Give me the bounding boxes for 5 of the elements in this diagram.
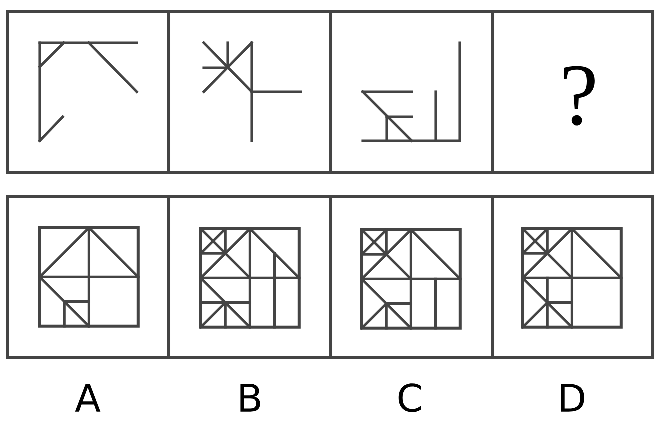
option-letter: D bbox=[561, 384, 584, 412]
option-letter: C bbox=[398, 384, 422, 412]
option-letter: A bbox=[75, 384, 101, 412]
question-mark: ? bbox=[564, 66, 595, 126]
option-letter: B bbox=[240, 384, 260, 412]
